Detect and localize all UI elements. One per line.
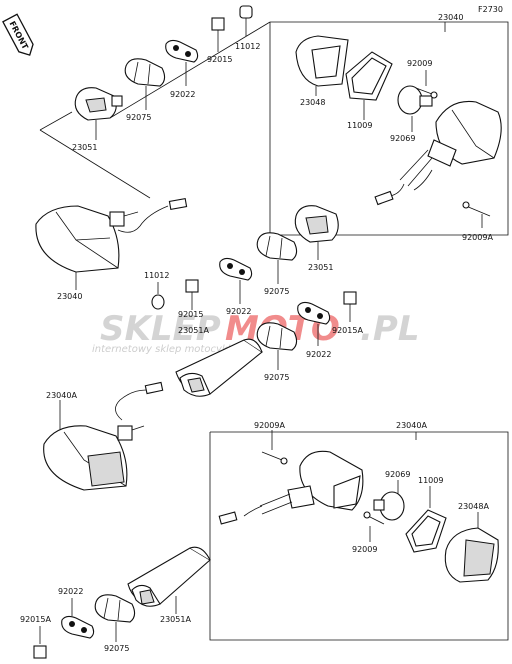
gasket-11009-top bbox=[345, 51, 393, 120]
label-92009A-top: 92009A bbox=[462, 233, 493, 242]
label-23040A-bottom: 23040A bbox=[396, 421, 427, 430]
grommet-92075-top bbox=[124, 58, 166, 110]
watermark-brand-3: .PL bbox=[360, 309, 420, 349]
label-92015-mid: 92015 bbox=[178, 310, 203, 319]
watermark-brand-1: SKLEP bbox=[100, 309, 221, 349]
label-23040A-left: 23040A bbox=[46, 391, 77, 400]
lens-23048-top bbox=[295, 35, 349, 96]
collar-92015A-bottom bbox=[33, 626, 47, 659]
screw-92009A-bottom bbox=[261, 430, 288, 465]
plate-92022-mid bbox=[219, 257, 253, 304]
label-92022-top: 92022 bbox=[170, 90, 195, 99]
screw-92009-top bbox=[415, 70, 438, 99]
label-92075-top: 92075 bbox=[126, 113, 151, 122]
label-23051-mid: 23051 bbox=[308, 263, 333, 272]
label-92015-top: 92015 bbox=[207, 55, 232, 64]
label-92022-mid: 92022 bbox=[226, 307, 251, 316]
label-92009-bottom: 92009 bbox=[352, 545, 377, 554]
bracket-23051A-mid bbox=[175, 338, 263, 397]
collar-92015A-mid bbox=[343, 291, 357, 322]
label-92015A-mid: 92015A bbox=[332, 326, 363, 335]
label-92022-mid2: 92022 bbox=[306, 350, 331, 359]
label-23040-left: 23040 bbox=[57, 292, 82, 301]
signal-housing-23040-left bbox=[35, 198, 188, 290]
bottom-right-assembly-box bbox=[209, 431, 509, 641]
signal-housing-top bbox=[374, 100, 502, 206]
plate-92022-mid2 bbox=[297, 301, 331, 346]
gasket-11009-bottom bbox=[405, 486, 447, 553]
label-92009-top: 92009 bbox=[407, 59, 432, 68]
grommet-92075-mid2 bbox=[256, 322, 298, 370]
label-23051A-bottom: 23051A bbox=[160, 615, 191, 624]
label-23051-top: 23051 bbox=[72, 143, 97, 152]
label-92075-mid2: 92075 bbox=[264, 373, 289, 382]
screw-92009-bottom bbox=[363, 511, 385, 542]
label-11012-mid: 11012 bbox=[144, 271, 169, 280]
signal-housing-bottom bbox=[218, 450, 364, 525]
label-92015A-bottom: 92015A bbox=[20, 615, 51, 624]
label-23051A-mid: 23051A bbox=[178, 326, 209, 335]
label-11012-top: 11012 bbox=[235, 42, 260, 51]
nut-11012-mid bbox=[151, 282, 165, 310]
grommet-92075-bottom bbox=[94, 594, 136, 642]
lens-23048A-bottom bbox=[444, 512, 499, 583]
watermark-tagline: internetowy sklep motocyklowy bbox=[92, 344, 252, 355]
label-11009-bottom: 11009 bbox=[418, 476, 443, 485]
plate-92022-top bbox=[165, 39, 199, 86]
label-92075-bottom: 92075 bbox=[104, 644, 129, 653]
label-92069-top: 92069 bbox=[390, 134, 415, 143]
plate-92022-bottom bbox=[61, 598, 95, 639]
label-23048-top: 23048 bbox=[300, 98, 325, 107]
collar-92015-top bbox=[211, 17, 225, 52]
figure-code: F2730 bbox=[478, 5, 503, 14]
grommet-92075-mid bbox=[256, 232, 298, 284]
label-92009A-bottom: 92009A bbox=[254, 421, 285, 430]
top-right-assembly-box bbox=[269, 21, 509, 236]
bulb-92069-bottom bbox=[373, 480, 405, 521]
collar-92015-mid bbox=[185, 279, 199, 310]
label-92075-mid: 92075 bbox=[264, 287, 289, 296]
signal-housing-23040A-left bbox=[43, 381, 164, 491]
bulb-92069-top bbox=[397, 85, 433, 132]
bracket-23051-top bbox=[74, 87, 123, 140]
label-11009-top: 11009 bbox=[347, 121, 372, 130]
label-92022-bottom: 92022 bbox=[58, 587, 83, 596]
label-23040-top: 23040 bbox=[438, 13, 463, 22]
label-92069-bottom: 92069 bbox=[385, 470, 410, 479]
label-23048A-bottom: 23048A bbox=[458, 502, 489, 511]
nut-11012-top bbox=[239, 5, 253, 36]
bracket-23051A-bottom bbox=[127, 546, 211, 614]
front-arrow-tag: FRONT bbox=[2, 13, 34, 56]
screw-92009A-top bbox=[462, 201, 491, 228]
bracket-23051-mid bbox=[294, 205, 339, 260]
